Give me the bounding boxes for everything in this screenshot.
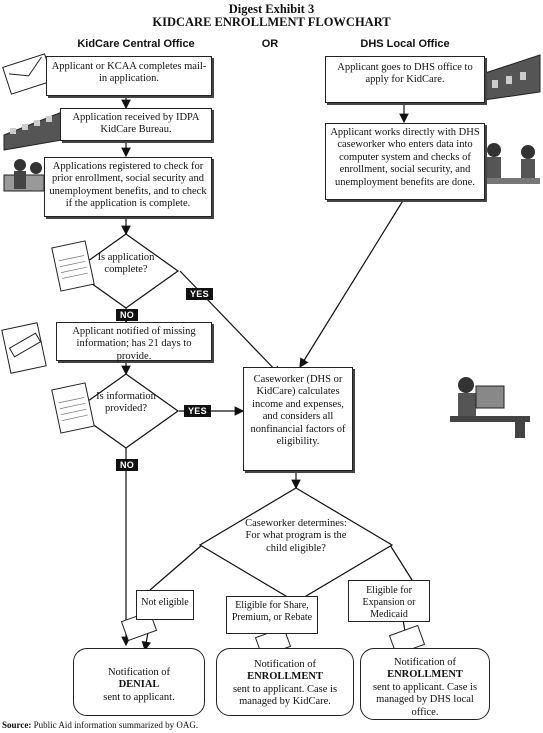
yes-label-2: YES [184,405,211,417]
application-paper-icon-1 [51,240,95,292]
caseworker-calculates-text: Caseworker (DHS or KidCare) calculates i… [250,374,346,447]
determine-eligibility-text: Caseworker determines: For what program … [245,518,347,554]
outcome-enroll-kidcare-key: ENROLLMENT [247,671,323,682]
title-line-1: Digest Exhibit 3 [228,2,315,16]
outcome-denial-post: sent to applicant. [103,692,175,703]
step-dhs-visit-text: Applicant goes to DHS office to apply fo… [337,62,473,86]
branch-not-eligible-text: Not eligible [141,597,189,608]
branch-share-box: Eligible for Share, Premium, or Rebate [226,596,318,634]
outcome-denial-key: DENIAL [118,679,160,690]
branch-expansion-box: Eligible for Expansion or Medicaid [348,580,430,622]
outcome-enroll-kidcare-box: Notification of ENROLLMENT sent to appli… [216,648,354,716]
column-header-right: DHS Local Office [360,38,450,50]
branch-not-eligible-box: Not eligible [136,590,194,620]
no-label-1: NO [116,309,139,321]
decision-provided-text: Is information provided? [96,391,156,415]
branch-share-text: Eligible for Share, Premium, or Rebate [231,600,313,623]
step-registered-text: Applications registered to check for pri… [49,161,207,210]
caseworker-calculates-box: Caseworker (DHS or KidCare) calculates i… [243,367,353,471]
office-workers-icon [3,159,45,192]
step-mail-in-text: Applicant or KCAA completes mail-in appl… [51,61,207,85]
building-icon [3,111,63,151]
column-header-or: OR [261,38,279,50]
step-registered-box: Applications registered to check for pri… [44,157,212,217]
decision-complete-text: Is application complete? [97,252,155,276]
outcome-denial-box: Notification of DENIAL sent to applicant… [73,648,205,716]
outcome-denial-pre: Notification of [107,667,171,678]
step-mail-in-box: Applicant or KCAA completes mail-in appl… [46,56,212,96]
title-line-2: KIDCARE ENROLLMENT FLOWCHART [152,15,391,29]
outcome-enroll-dhs-pre: Notification of [393,657,457,668]
outcome-enroll-dhs-box: Notification of ENROLLMENT sent to appli… [360,648,490,720]
step-dhs-visit-box: Applicant goes to DHS office to apply fo… [325,56,485,103]
outcome-enroll-dhs-post: sent to applicant. Case is managed by DH… [372,682,478,718]
source-text: Public Aid information summarized by OAG… [33,720,199,730]
column-header-left: KidCare Central Office [77,38,195,50]
step-notified-box: Applicant notified of missing informatio… [56,322,212,362]
step-notified-text: Applicant notified of missing informatio… [72,326,196,362]
step-received-box: Application received by IDPA KidCare Bur… [60,108,212,141]
incomplete-paper-icon [1,322,47,374]
step-dhs-work-box: Applicant works directly with DHS casewo… [325,123,485,200]
source-label: Source: [2,720,32,730]
caseworker-desk-icon [450,377,530,438]
step-dhs-work-text: Applicant works directly with DHS casewo… [330,127,480,188]
decision-diamond-1 [72,233,180,309]
no-label-2: NO [116,459,139,471]
step-received-text: Application received by IDPA KidCare Bur… [72,112,200,136]
application-paper-icon-2 [51,382,95,434]
outcome-enroll-kidcare-pre: Notification of [253,659,317,670]
branch-expansion-text: Eligible for Expansion or Medicaid [362,585,416,620]
decision-diamond-2 [72,373,180,449]
caseworker-meeting-icon [486,143,540,184]
source-note: Source: Public Aid information summarize… [2,720,198,730]
outcome-enroll-dhs-key: ENROLLMENT [387,669,463,680]
outcome-enroll-kidcare-post: sent to applicant. Case is managed by Ki… [232,684,338,708]
yes-label-1: YES [186,288,213,300]
